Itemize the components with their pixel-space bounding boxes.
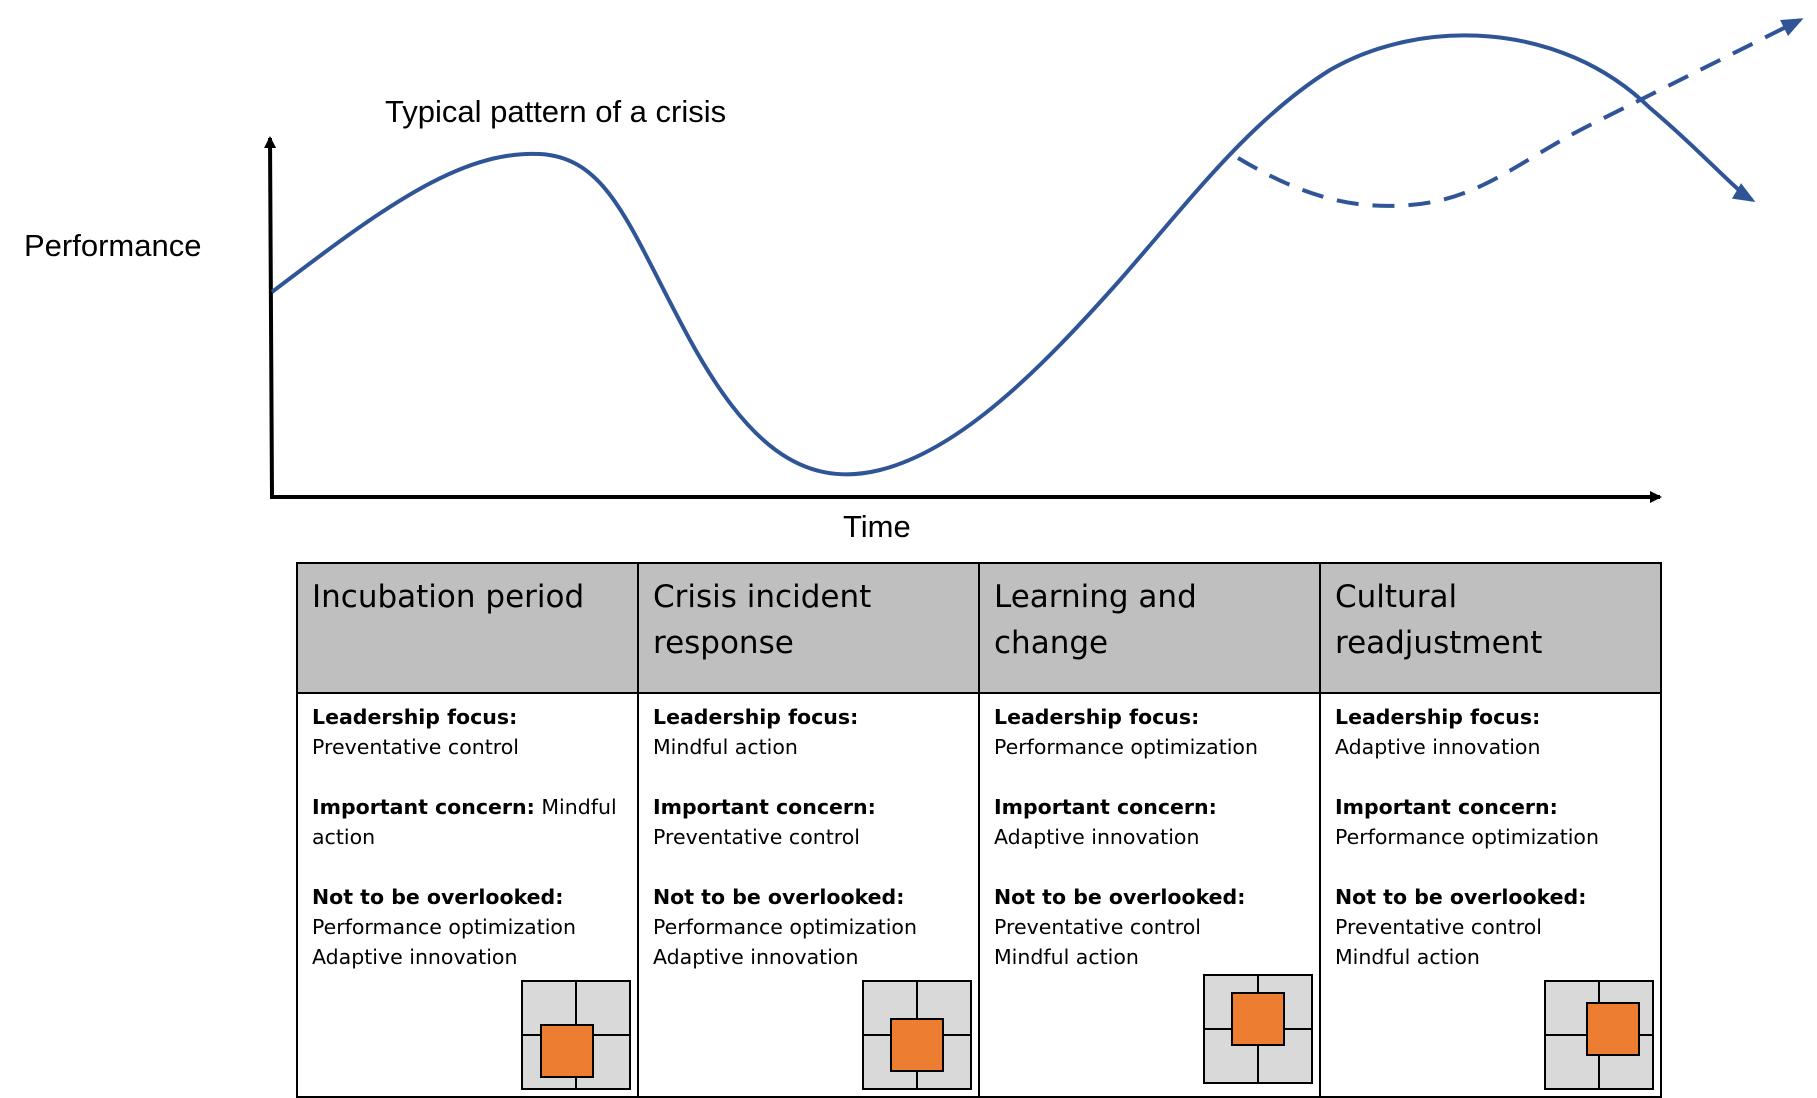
focus-quadrant-icon — [521, 980, 631, 1090]
phase-header: Cultural readjustment — [1321, 564, 1660, 694]
phase-body: Leadership focus: Preventative control I… — [298, 694, 637, 1096]
important-concern-value: Preventative control — [653, 825, 860, 849]
leadership-focus-value: Mindful action — [653, 735, 798, 759]
important-concern-label: Important concern: — [653, 795, 876, 819]
leadership-focus-value: Preventative control — [312, 735, 519, 759]
not-overlooked-value-2: Adaptive innovation — [312, 945, 518, 969]
not-overlooked-value-1: Performance optimization — [312, 915, 576, 939]
y-axis-label: Performance — [24, 228, 201, 263]
not-overlooked-value-2: Mindful action — [994, 945, 1139, 969]
phase-title-line1: Incubation period — [312, 579, 585, 615]
crisis-pattern-diagram: Typical pattern of a crisis Performance … — [24, 18, 1804, 544]
phase-table: Incubation period Leadership focus: Prev… — [296, 562, 1662, 1098]
not-overlooked-label: Not to be overlooked: — [653, 885, 905, 909]
phase-body: Leadership focus: Mindful action Importa… — [639, 694, 978, 1096]
highlight-square — [1231, 992, 1285, 1046]
phase-learning-change: Learning and change Leadership focus: Pe… — [980, 564, 1321, 1096]
not-overlooked-value-1: Preventative control — [994, 915, 1201, 939]
phase-title-line1: Learning and — [994, 579, 1197, 615]
phase-body: Leadership focus: Adaptive innovation Im… — [1321, 694, 1660, 1096]
y-axis — [264, 136, 277, 498]
focus-quadrant-icon — [1544, 980, 1654, 1090]
leadership-focus-label: Leadership focus: — [653, 705, 859, 729]
phase-cultural-readjustment: Cultural readjustment Leadership focus: … — [1321, 564, 1660, 1096]
alternative-curve — [1236, 18, 1804, 208]
not-overlooked-value-2: Adaptive innovation — [653, 945, 859, 969]
leadership-focus-label: Leadership focus: — [312, 705, 518, 729]
phase-crisis-response: Crisis incident response Leadership focu… — [639, 564, 980, 1096]
leadership-focus-value: Performance optimization — [994, 735, 1258, 759]
phase-incubation: Incubation period Leadership focus: Prev… — [298, 564, 639, 1096]
diagram-title: Typical pattern of a crisis — [385, 94, 726, 129]
not-overlooked-value-1: Performance optimization — [653, 915, 917, 939]
leadership-focus-value: Adaptive innovation — [1335, 735, 1541, 759]
not-overlooked-value-1: Preventative control — [1335, 915, 1542, 939]
focus-quadrant-icon — [1203, 974, 1313, 1084]
performance-curve — [270, 33, 1756, 477]
phase-title-line1: Cultural — [1335, 579, 1458, 615]
focus-quadrant-icon — [862, 980, 972, 1090]
important-concern-label: Important concern: — [994, 795, 1217, 819]
x-axis-label: Time — [843, 509, 911, 544]
highlight-square — [890, 1018, 944, 1072]
phase-title-line2: change — [994, 625, 1109, 661]
phase-header: Incubation period — [298, 564, 637, 694]
not-overlooked-label: Not to be overlooked: — [312, 885, 564, 909]
phase-title-line1: Crisis incident — [653, 579, 872, 615]
highlight-square — [1586, 1002, 1640, 1056]
phase-title-line2: readjustment — [1335, 625, 1543, 661]
phase-header: Crisis incident response — [639, 564, 978, 694]
phase-body: Leadership focus: Performance optimizati… — [980, 694, 1319, 1096]
leadership-focus-label: Leadership focus: — [994, 705, 1200, 729]
important-concern-label: Important concern: — [312, 795, 535, 819]
phase-title-line2: response — [653, 625, 794, 661]
leadership-focus-label: Leadership focus: — [1335, 705, 1541, 729]
not-overlooked-label: Not to be overlooked: — [1335, 885, 1587, 909]
highlight-square — [540, 1024, 594, 1078]
not-overlooked-value-2: Mindful action — [1335, 945, 1480, 969]
important-concern-value: Performance optimization — [1335, 825, 1599, 849]
important-concern-value: Mindful action — [312, 795, 617, 849]
not-overlooked-label: Not to be overlooked: — [994, 885, 1246, 909]
phase-header: Learning and change — [980, 564, 1319, 694]
important-concern-value: Adaptive innovation — [994, 825, 1200, 849]
important-concern-label: Important concern: — [1335, 795, 1558, 819]
